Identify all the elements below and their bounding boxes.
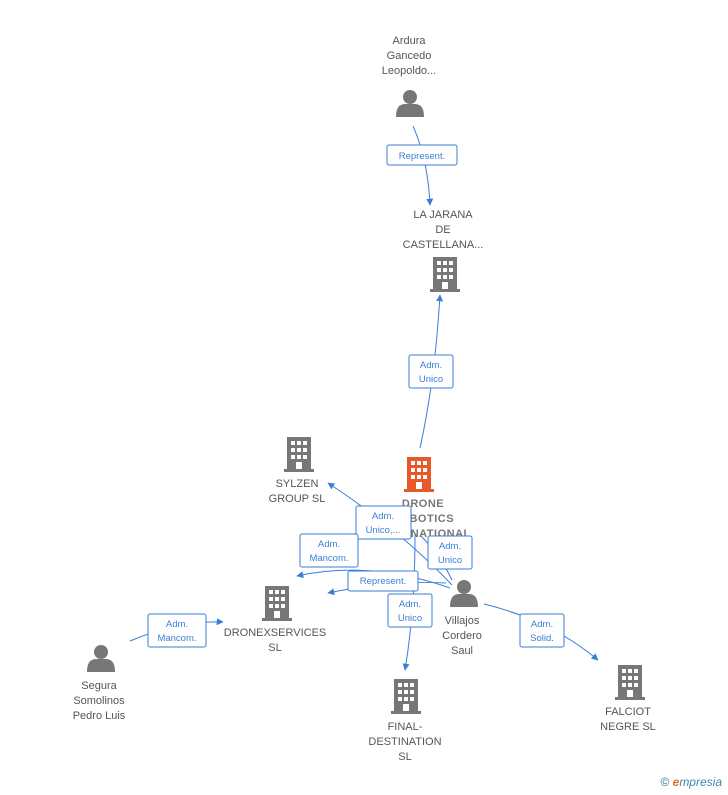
edge-label-villajos-dronex-represent: Represent. [347,570,419,592]
svg-text:Villajos: Villajos [445,615,480,627]
brand-watermark: © empresia [660,775,722,789]
svg-text:Cordero: Cordero [442,630,482,642]
svg-text:Mancom.: Mancom. [157,633,196,644]
person-icon [396,90,424,117]
edge-label-villajos-falciot: Adm. Solid. [519,613,565,648]
node-sylzen[interactable]: SYLZEN GROUP SL [269,437,326,505]
node-jarana[interactable]: LA JARANA DE CASTELLANA... [403,209,484,292]
edge-ardura-jarana: Represent. [386,125,458,206]
edge-drone-jarana: Adm. Unico [408,294,454,449]
svg-text:Gancedo: Gancedo [387,50,432,62]
svg-text:Unico,...: Unico,... [366,525,401,536]
edge-label-villajos-final: Adm. Unico [387,593,433,628]
svg-text:GROUP SL: GROUP SL [269,493,326,505]
node-segura[interactable]: Segura Somolinos Pedro Luis [73,645,126,722]
edge-label-villajos-sylzen: Adm. Unico,... [355,505,412,540]
brand-logo-text: mpresia [679,775,722,789]
svg-text:Adm.: Adm. [318,539,340,550]
svg-text:Unico: Unico [438,555,462,566]
edge-label-represent: Represent. [399,151,445,162]
edge-label-adm: Adm. [420,360,442,371]
svg-text:NEGRE SL: NEGRE SL [600,721,656,733]
node-villajos[interactable]: Villajos Cordero Saul [442,580,482,657]
svg-text:Unico: Unico [398,613,422,624]
svg-text:Solid.: Solid. [530,633,554,644]
svg-text:DE: DE [435,224,450,236]
building-icon [262,586,292,621]
svg-text:SYLZEN: SYLZEN [276,478,319,490]
node-final[interactable]: FINAL- DESTINATION SL [368,679,442,763]
svg-text:Adm.: Adm. [166,619,188,630]
svg-text:Adm.: Adm. [439,541,461,552]
svg-text:SL: SL [398,751,411,763]
building-icon [284,437,314,472]
svg-text:DRONE: DRONE [402,498,444,510]
svg-text:Adm.: Adm. [372,511,394,522]
edge-label-villajos-dronex-mancom: Adm. Mancom. [299,533,359,568]
svg-text:Adm.: Adm. [399,599,421,610]
edge-label-unico: Unico [419,374,443,385]
node-falciot[interactable]: FALCIOT NEGRE SL [600,665,656,733]
svg-text:Ardura: Ardura [392,35,426,47]
node-ardura[interactable]: Ardura Gancedo Leopoldo... [382,35,436,117]
brand-logo-e: e [672,775,680,789]
svg-text:Adm.: Adm. [531,619,553,630]
node-dronex[interactable]: DRONEXSERVICES SL [224,586,327,654]
svg-text:Segura: Segura [81,680,117,692]
svg-text:Mancom.: Mancom. [309,553,348,564]
person-icon [87,645,115,672]
svg-text:SL: SL [268,642,281,654]
svg-text:Somolinos: Somolinos [73,695,125,707]
edge-label-villajos-drone: Adm. Unico [427,535,473,570]
svg-text:CASTELLANA...: CASTELLANA... [403,239,484,251]
svg-text:Leopoldo...: Leopoldo... [382,65,436,77]
building-icon [430,257,460,292]
edge-label-segura-dronex: Adm. Mancom. [147,613,207,648]
copyright-icon: © [660,775,670,789]
svg-text:FALCIOT: FALCIOT [605,706,651,718]
svg-text:Represent.: Represent. [360,576,406,587]
building-icon [391,679,421,714]
building-icon [615,665,645,700]
svg-text:DRONEXSERVICES: DRONEXSERVICES [224,627,327,639]
svg-text:FINAL-: FINAL- [388,721,423,733]
svg-text:Pedro Luis: Pedro Luis [73,710,126,722]
svg-text:DESTINATION: DESTINATION [368,736,441,748]
svg-text:Saul: Saul [451,645,473,657]
person-icon [450,580,478,607]
svg-text:LA JARANA: LA JARANA [413,209,473,221]
building-icon-main [404,457,434,492]
